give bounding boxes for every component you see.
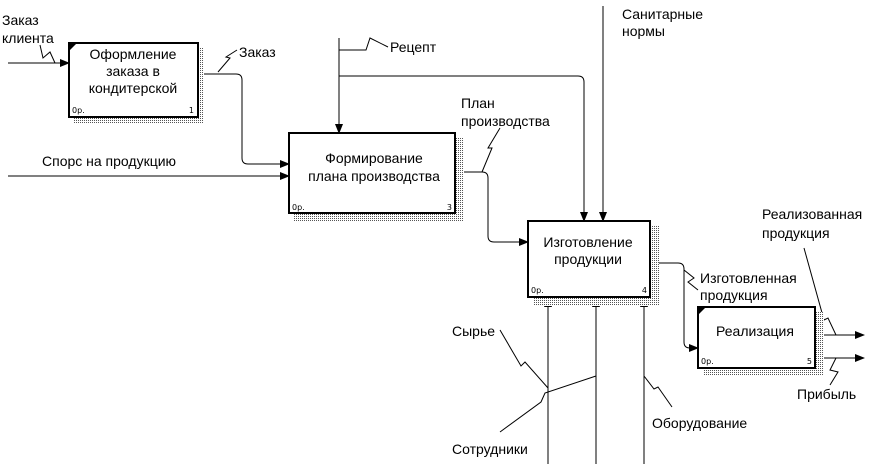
squiggle-order [217,49,238,73]
label-plan-line-1: План [461,95,495,111]
squiggle-order-client [39,44,56,64]
label-sold-line-2: продукция [762,225,830,241]
arrows [8,6,865,464]
activity-1-number: 1 [189,106,194,115]
activity-4-cost: 0р. [531,286,544,295]
activity-1-title-line-1: Оформление [90,46,177,62]
squiggle-staff [499,375,597,433]
label-staff: Сотрудники [452,441,528,457]
squiggle-profit [829,357,839,386]
label-demand: Спорс на продукцию [42,153,176,169]
activity-1-title-line-3: кондитерской [89,80,178,96]
arrow-made[interactable] [650,262,699,352]
activity-5-title-line-1: Реализация [716,323,794,339]
activity-1-title-line-2: заказа в [106,63,160,79]
squiggle-made [683,269,699,291]
activity-5-cost: 0р. [701,357,714,366]
squiggle-plan [481,127,501,173]
label-profit: Прибыль [797,386,856,402]
squiggle-sold [803,247,837,336]
activity-3-title-line-2: плана производства [308,168,440,184]
activity-4-number: 4 [642,286,647,295]
label-made-line-2: продукция [700,287,768,303]
activity-3-cost: 0р. [292,203,305,212]
activity-1-cost: 0р. [72,106,85,115]
squiggle-raw [499,329,549,389]
activity-box-3[interactable]: Формирование плана производства 0р. 3 [288,132,464,222]
arrow-labels: Заказ клиента Заказ Спорс на продукцию Р… [2,6,862,457]
label-made-line-1: Изготовленная [700,270,797,286]
activity-3-number: 3 [447,203,452,212]
label-plan-line-2: производства [461,113,550,129]
label-recipe: Рецепт [390,39,437,55]
activity-4-title-line-2: продукции [554,251,622,267]
arrow-order[interactable] [198,73,290,168]
activity-5-number: 5 [807,357,812,366]
label-equipment: Оборудование [652,415,747,431]
label-sanitary-line-1: Санитарные [622,6,703,22]
activity-box-1[interactable]: Оформление заказа в кондитерской 0р. 1 [68,42,204,123]
activity-3-title-line-1: Формирование [325,150,423,166]
label-raw: Сырье [452,323,495,339]
squiggle-recipe [339,37,389,51]
label-order-client-line-1: Заказ [2,12,39,28]
activity-4-title-line-1: Изготовление [543,234,632,250]
arrow-plan[interactable] [455,171,529,246]
label-order-client-line-2: клиента [2,30,54,46]
activity-box-5[interactable]: Реализация 0р. 5 [697,306,824,375]
arrow-recipe-branch[interactable] [339,75,588,222]
label-sold-line-1: Реализованная [762,206,862,222]
squiggle-equipment [643,375,673,408]
label-sanitary-line-2: нормы [622,23,665,39]
label-order: Заказ [239,44,276,60]
activity-box-4[interactable]: Изготовление продукции 0р. 4 [527,220,659,306]
